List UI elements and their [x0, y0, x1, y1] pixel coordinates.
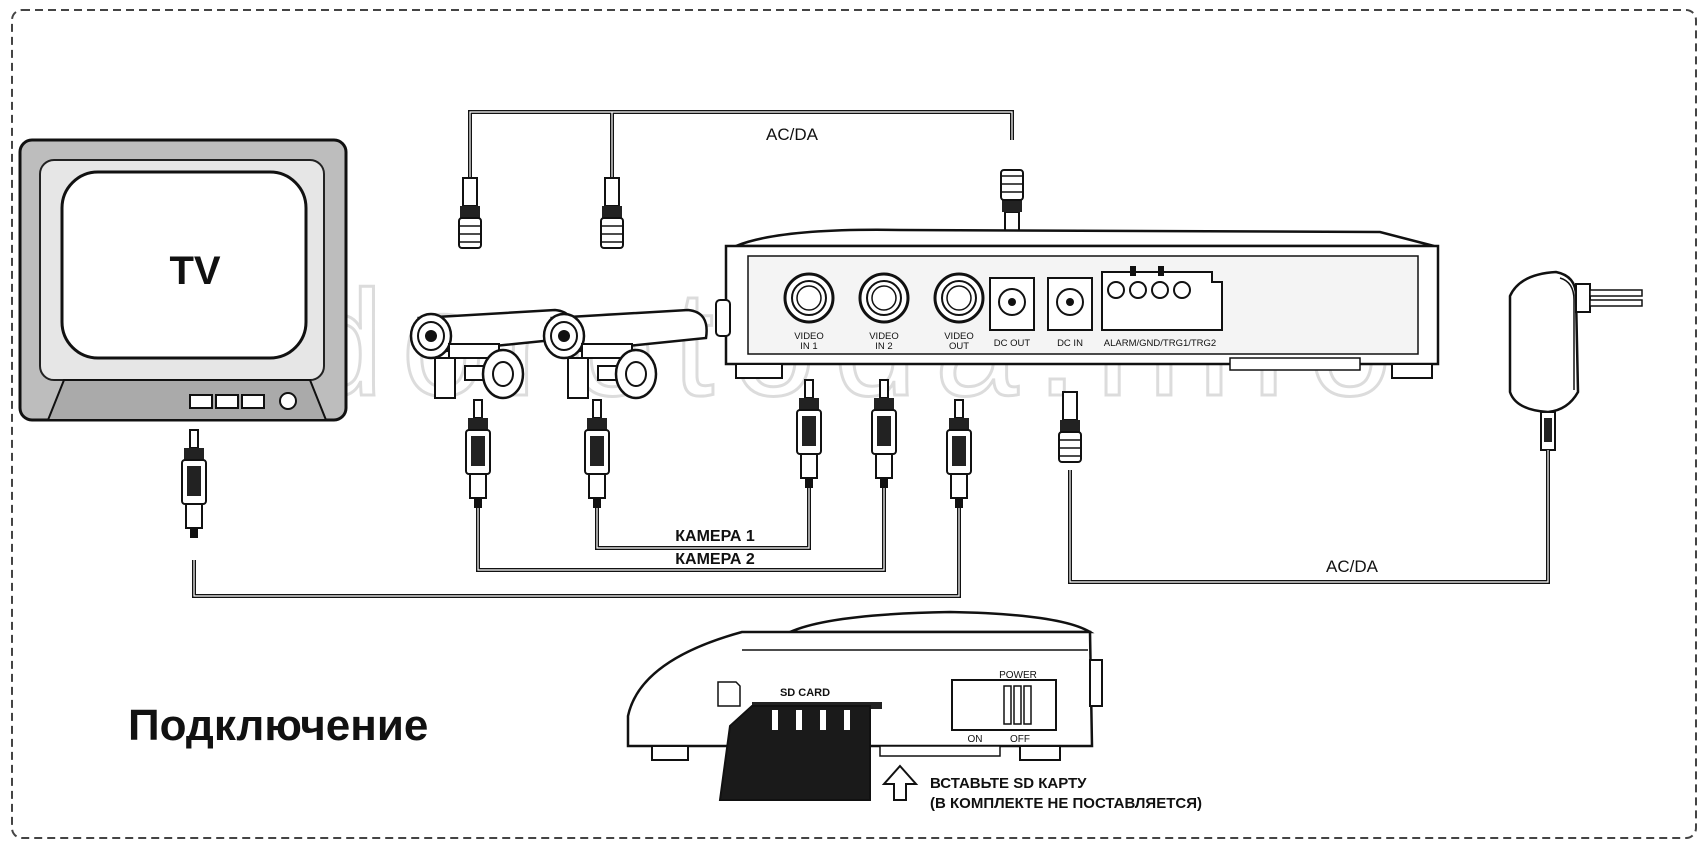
tv-screen: [60, 170, 308, 360]
dvr-dc-in-plug: [1058, 391, 1082, 463]
dvr-front: SD CARD POWER ON OFF: [626, 610, 1103, 801]
cable-camera1-label: КАМЕРА 1: [675, 528, 755, 545]
page-title: Подключение: [128, 701, 428, 750]
dc-in-label: DC IN: [1057, 338, 1083, 349]
dc-in-socket: [1047, 277, 1093, 331]
dc-out-label: DC OUT: [994, 338, 1031, 349]
power-adapter: [1508, 270, 1643, 451]
power-on-label: ON: [968, 734, 983, 745]
note-line1: ВСТАВЬТЕ SD КАРТУ: [930, 775, 1087, 792]
tv-set: TV: [18, 138, 348, 422]
power-off-label: OFF: [1010, 734, 1030, 745]
top-cable-inner: [469, 111, 1013, 178]
bottom-cables-inner: [193, 450, 1549, 597]
tv-rca-plug: [181, 429, 207, 539]
cable-tv-video-out: [192, 500, 961, 598]
camera1-power-plug: [458, 177, 482, 249]
dc-out-socket: [989, 277, 1035, 331]
power-label: POWER: [999, 670, 1037, 681]
video-in2-socket: [858, 272, 910, 324]
cable-camera2-label: КАМЕРА 2: [675, 551, 755, 568]
video-out-socket: [933, 272, 985, 324]
alarm-label: ALARM/GND/TRG1/TRG2: [1104, 338, 1216, 349]
top-cable-label: AC/DA: [766, 125, 819, 144]
video-in1-socket: [783, 272, 835, 324]
camera2-power-plug: [600, 177, 624, 249]
cable-power-label: AC/DA: [1326, 557, 1379, 576]
cable-power-adapter: [1068, 450, 1550, 584]
sd-card-label: SD CARD: [780, 687, 830, 699]
sd-card-icon: [717, 681, 741, 707]
dashed-frame: [11, 9, 1697, 839]
top-cable: [468, 110, 1014, 178]
insert-arrow-icon: [881, 764, 919, 801]
tv-label: TV: [169, 249, 220, 293]
note-line2: (В КОМПЛЕКТЕ НЕ ПОСТАВЛЯЕТСЯ): [930, 795, 1202, 812]
sd-card: [718, 705, 871, 801]
alarm-terminal: [1101, 266, 1223, 331]
